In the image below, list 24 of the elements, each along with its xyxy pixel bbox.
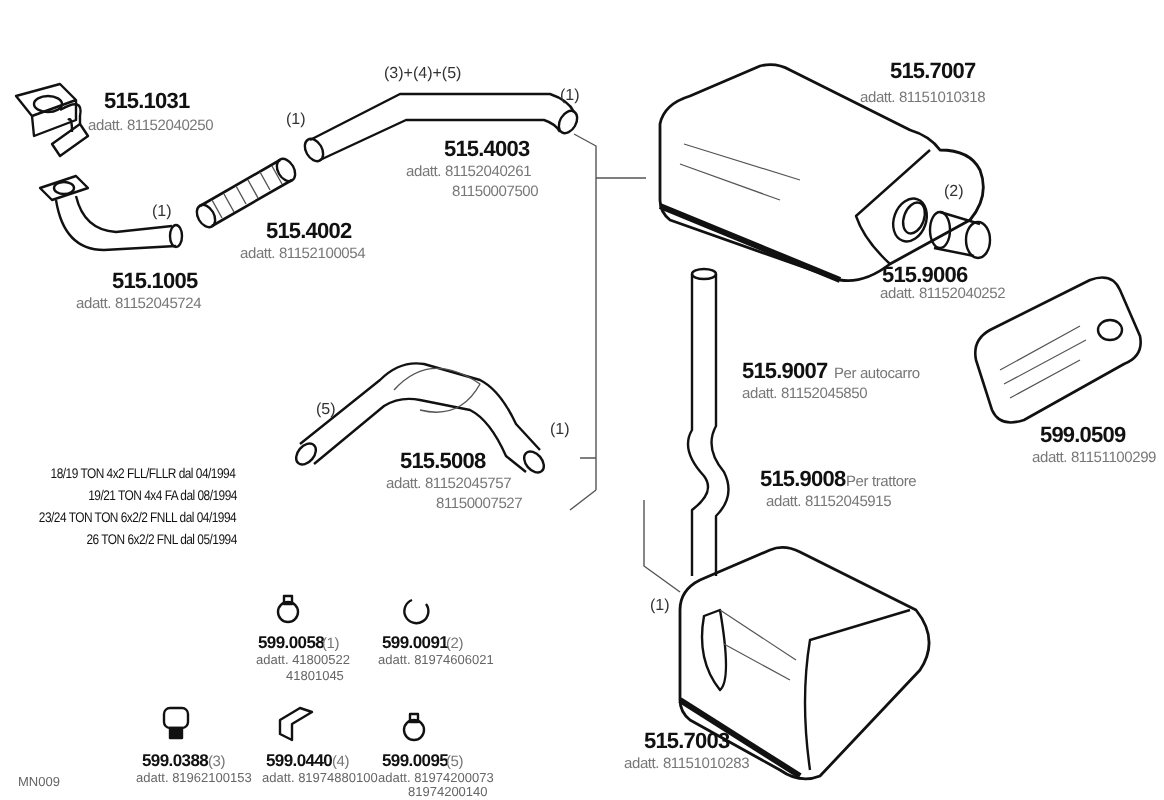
callout-number: (1)	[286, 112, 306, 128]
part-number: 599.0095	[382, 752, 449, 769]
callout-number: (5)	[316, 402, 336, 418]
part-number: 599.0091	[382, 634, 449, 651]
callout-number: (2)	[944, 184, 964, 200]
part-number: 599.0058	[258, 634, 325, 651]
part-number: 515.4003	[444, 140, 530, 162]
part-number: 599.0509	[1040, 426, 1126, 448]
part-number: 515.9007	[742, 362, 828, 384]
part-number: 515.7007	[890, 62, 976, 84]
part-number: 515.9008	[760, 470, 846, 492]
part-number: 515.1031	[104, 92, 190, 114]
callout-number: (1)	[550, 422, 570, 438]
part-number: 515.4002	[266, 222, 352, 244]
part-number: 515.7003	[644, 732, 730, 754]
callout-number: (1)	[560, 88, 580, 104]
callout-number: (3)+(4)+(5)	[384, 66, 462, 82]
part-number: 599.0440	[266, 752, 333, 769]
part-number: 515.5008	[400, 452, 486, 474]
callout-number: (1)	[152, 204, 172, 220]
callout-number: (1)	[650, 598, 670, 614]
part-number: 599.0388	[142, 752, 209, 769]
part-number: 515.9006	[882, 266, 968, 288]
part-number: 515.1005	[112, 272, 198, 294]
